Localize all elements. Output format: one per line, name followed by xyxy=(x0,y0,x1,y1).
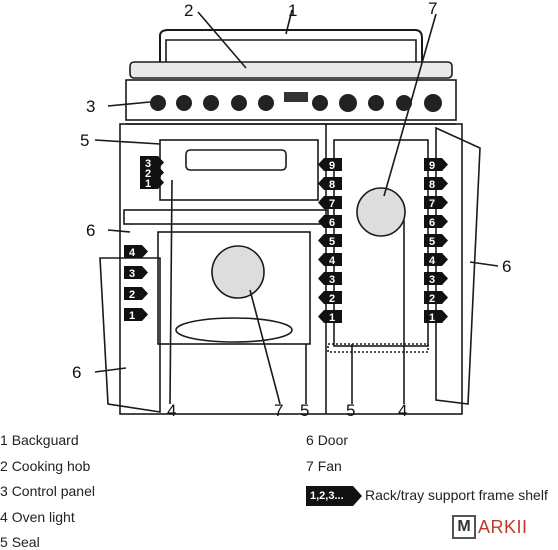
knob-icon[interactable] xyxy=(258,95,274,111)
svg-text:6: 6 xyxy=(429,217,435,229)
svg-text:4: 4 xyxy=(329,255,336,267)
backguard xyxy=(159,29,423,62)
knob-row xyxy=(150,92,442,112)
rack-label-center-4: 4 xyxy=(318,253,342,267)
rack-label-center-1: 1 xyxy=(318,310,342,324)
svg-text:1: 1 xyxy=(129,310,135,322)
legend-item-7: 7 Fan xyxy=(306,458,342,474)
rack-label-right-7: 7 xyxy=(424,196,448,210)
svg-text:9: 9 xyxy=(429,160,435,172)
rack-label-center-3: 3 xyxy=(318,272,342,286)
svg-text:1: 1 xyxy=(145,178,151,190)
svg-text:4: 4 xyxy=(129,247,136,259)
lower-oven xyxy=(157,231,311,345)
callout-5b: 5 xyxy=(300,401,309,420)
svg-text:8: 8 xyxy=(429,179,435,191)
knob-icon[interactable] xyxy=(396,95,412,111)
svg-text:8: 8 xyxy=(329,179,335,191)
rack-label-right-5: 5 xyxy=(424,234,448,248)
right-door xyxy=(435,126,481,405)
svg-text:9: 9 xyxy=(329,160,335,172)
knob-icon[interactable] xyxy=(312,95,328,111)
callout-4b: 4 xyxy=(398,401,407,420)
rack-label-center-5: 5 xyxy=(318,234,342,248)
legend-item-2: 2 Cooking hob xyxy=(0,458,91,474)
rack-label-left-3: 3 xyxy=(124,266,148,280)
rack-label-center-2: 2 xyxy=(318,291,342,305)
rack-label-left-2: 2 xyxy=(124,287,148,301)
rack-label-center-8: 8 xyxy=(318,177,342,191)
rack-label-left-1: 1 xyxy=(124,308,148,322)
knob-icon[interactable] xyxy=(150,95,166,111)
rack-key-label: Rack/tray support frame shelf xyxy=(365,487,548,503)
svg-text:7: 7 xyxy=(429,198,435,210)
rack-label-right-3: 3 xyxy=(424,272,448,286)
knob-icon[interactable] xyxy=(368,95,384,111)
svg-text:3: 3 xyxy=(145,158,151,170)
legend-item-5: 5 Seal xyxy=(0,534,40,550)
callout-6c: 6 xyxy=(502,257,511,276)
callout-6a: 6 xyxy=(86,221,95,240)
callout-5c: 5 xyxy=(346,401,355,420)
rack-label-topleft-2: 2 xyxy=(140,166,164,180)
svg-text:4: 4 xyxy=(429,255,436,267)
svg-text:2: 2 xyxy=(329,293,335,305)
svg-text:1: 1 xyxy=(429,312,435,324)
svg-text:2: 2 xyxy=(129,289,135,301)
callout-3: 3 xyxy=(86,97,95,116)
clock-display xyxy=(284,92,308,102)
brand-box: M xyxy=(452,515,476,539)
rack-label-right-1: 1 xyxy=(424,310,448,324)
fan-left xyxy=(211,245,265,299)
svg-text:3: 3 xyxy=(129,268,135,280)
oven-body xyxy=(119,123,463,415)
rack-label-topleft-1: 1 xyxy=(140,176,164,190)
brand-text: ARKII xyxy=(478,516,528,537)
rack-label-right-4: 4 xyxy=(424,253,448,267)
svg-text:2: 2 xyxy=(429,293,435,305)
callout-6b: 6 xyxy=(72,363,81,382)
legend-item-3: 3 Control panel xyxy=(0,483,95,499)
rack-label-topleft-3: 3 xyxy=(140,156,164,170)
svg-text:7: 7 xyxy=(329,198,335,210)
callout-7a: 7 xyxy=(274,401,283,420)
rack-label-center-6: 6 xyxy=(318,215,342,229)
callout-2: 2 xyxy=(184,1,193,20)
callout-5a: 5 xyxy=(80,131,89,150)
brand-logo: M ARKII xyxy=(452,515,528,539)
legend-item-6: 6 Door xyxy=(306,432,349,448)
cooking-hob xyxy=(129,61,453,79)
legend-item-4: 4 Oven light xyxy=(0,509,75,525)
callout-1: 1 xyxy=(288,1,297,20)
svg-text:2: 2 xyxy=(145,168,151,180)
svg-text:3: 3 xyxy=(429,274,435,286)
callout-7b: 7 xyxy=(428,0,437,18)
rack-label-right-8: 8 xyxy=(424,177,448,191)
right-oven xyxy=(333,139,429,347)
svg-text:5: 5 xyxy=(329,236,335,248)
knob-icon[interactable] xyxy=(176,95,192,111)
rack-label-right-2: 2 xyxy=(424,291,448,305)
fan-right xyxy=(356,187,406,237)
knob-icon[interactable] xyxy=(231,95,247,111)
knob-icon[interactable] xyxy=(424,94,442,112)
rack-label-center-7: 7 xyxy=(318,196,342,210)
callout-4a: 4 xyxy=(167,401,176,420)
middle-door xyxy=(123,209,329,225)
svg-text:5: 5 xyxy=(429,236,435,248)
knob-icon[interactable] xyxy=(339,94,357,112)
rack-label-right-6: 6 xyxy=(424,215,448,229)
svg-text:6: 6 xyxy=(329,217,335,229)
legend-item-1: 1 Backguard xyxy=(0,432,79,448)
svg-text:3: 3 xyxy=(329,274,335,286)
rack-key-symbol: 1,2,3... xyxy=(306,486,362,506)
left-door xyxy=(99,257,161,413)
rack-label-center-9: 9 xyxy=(318,158,342,172)
rack-label-right-9: 9 xyxy=(424,158,448,172)
svg-text:1: 1 xyxy=(329,312,335,324)
rack-label-left-4: 4 xyxy=(124,245,148,259)
knob-icon[interactable] xyxy=(203,95,219,111)
